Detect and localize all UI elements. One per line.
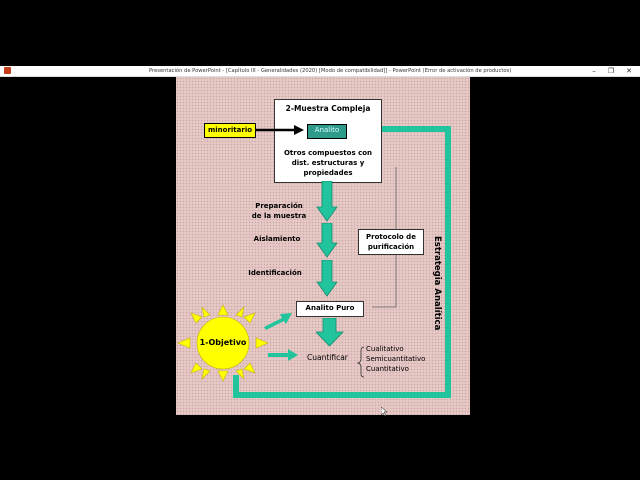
slide-canvas: 2-Muestra Compleja Analito Otros compues…: [176, 77, 470, 415]
window-title: Presentación de PowerPoint - [Capítulo I…: [149, 68, 512, 74]
otros-line-1: Otros compuestos con: [283, 149, 373, 157]
preparacion-line-2: de la muestra: [251, 212, 307, 220]
maximize-button[interactable]: ❐: [607, 67, 615, 75]
sun-arrow-to-cuantificar: [268, 349, 298, 361]
down-arrow-aislamiento: [316, 223, 338, 258]
aislamiento-label: Aislamiento: [253, 235, 301, 243]
analito-box: Analito: [307, 124, 347, 139]
minimize-button[interactable]: –: [592, 67, 596, 75]
powerpoint-icon: [4, 67, 11, 74]
down-arrow-cuantificar: [316, 318, 344, 347]
minoritario-label: minoritario: [207, 126, 253, 134]
protocolo-text: Protocolo de purificación: [359, 232, 423, 252]
tipo-cualitativo: Cualitativo: [366, 345, 404, 353]
sun-arrow-to-analito: [264, 313, 292, 330]
tipo-semicuantitativo: Semicuantitativo: [366, 355, 426, 363]
minoritario-arrow: [256, 125, 304, 135]
otros-line-2: dist. estructuras y: [291, 159, 365, 167]
window-titlebar: Presentación de PowerPoint - [Capítulo I…: [0, 66, 640, 77]
strategy-loop-arrow: [233, 126, 451, 398]
estrategia-analitica-label: Estrategia Analítica: [428, 236, 442, 475]
down-arrow-preparacion: [316, 181, 338, 222]
identificacion-label: Identificación: [248, 269, 302, 277]
preparacion-label: Preparación de la muestra: [244, 201, 314, 221]
analito-label: Analito: [314, 126, 340, 134]
tipos-list: Cualitativo Semicuantitativo Cuantitativ…: [366, 344, 425, 374]
close-button[interactable]: ✕: [626, 67, 632, 75]
muestra-compleja-box: 2-Muestra Compleja Analito Otros compues…: [274, 99, 382, 183]
minoritario-box: minoritario: [204, 123, 256, 138]
protocolo-line-1: Protocolo de: [366, 233, 416, 241]
down-arrow-identificacion: [316, 260, 338, 297]
objetivo-label: 1-Objetivo: [199, 338, 247, 347]
sun-icon: [177, 304, 269, 382]
protocolo-box: Protocolo de purificación: [358, 229, 424, 255]
muestra-compleja-title: 2-Muestra Compleja: [285, 104, 371, 113]
mouse-cursor-icon: [381, 407, 388, 417]
otros-compuestos-text: Otros compuestos con dist. estructuras y…: [275, 148, 381, 178]
tipo-cuantitativo: Cuantitativo: [366, 365, 409, 373]
analito-puro-label: Analito Puro: [305, 304, 355, 312]
estrategia-text: Estrategia Analítica: [432, 236, 442, 331]
analito-puro-box: Analito Puro: [296, 301, 364, 317]
otros-line-3: propiedades: [303, 169, 353, 177]
cuantificar-label: Cuantificar: [307, 353, 348, 362]
protocolo-line-2: purificación: [367, 243, 415, 251]
preparacion-line-1: Preparación: [255, 202, 303, 210]
